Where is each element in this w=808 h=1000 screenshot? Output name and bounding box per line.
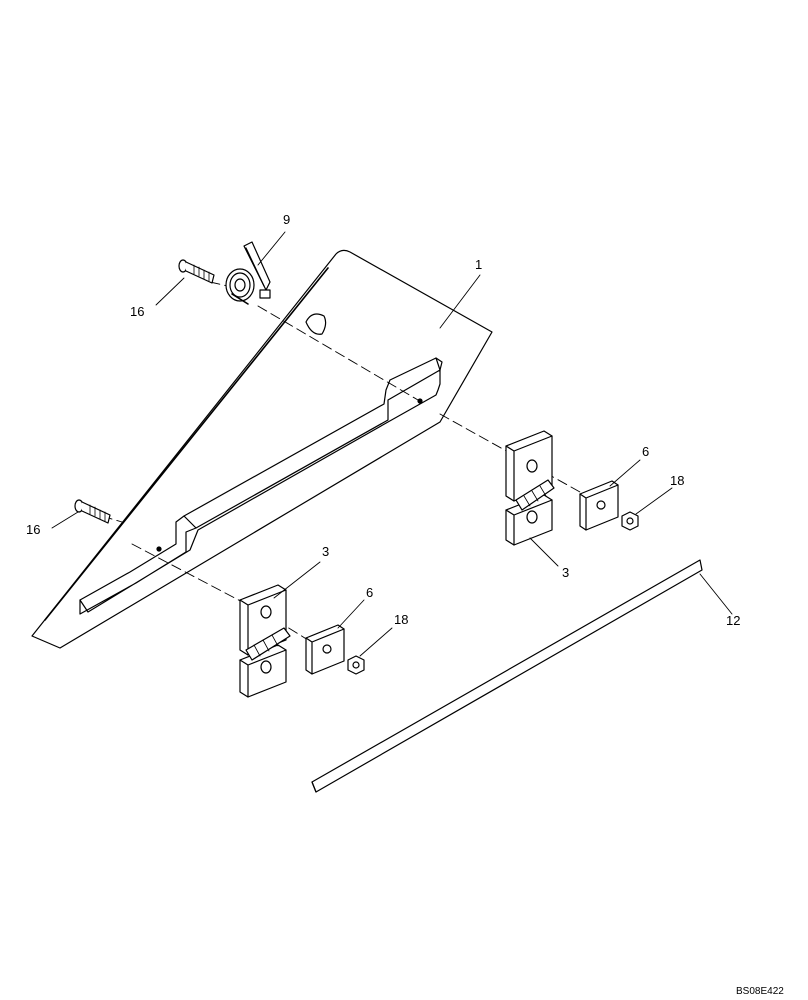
- drawing-reference: BS08E422: [736, 986, 784, 997]
- callout-nut-lower: 18: [394, 612, 409, 627]
- callout-hinge-lower: 3: [322, 544, 330, 559]
- callout-plate-upper: 6: [642, 444, 650, 459]
- nut-plate-upper: [579, 480, 619, 531]
- callout-latch: 9: [283, 212, 291, 227]
- side-panel: [31, 249, 493, 649]
- trim-strip: [311, 559, 703, 793]
- hinge-lower: [239, 584, 291, 698]
- callout-hinge-upper: 3: [562, 565, 570, 580]
- callout-panel: 1: [475, 257, 483, 272]
- latch: [225, 241, 271, 305]
- nut-lower: [347, 655, 365, 675]
- callout-plate-lower: 6: [366, 585, 374, 600]
- callout-bolt-upper: 16: [130, 304, 145, 319]
- nut-plate-lower: [305, 624, 345, 675]
- hinge-upper: [505, 430, 555, 546]
- mounting-bracket: [79, 357, 443, 615]
- callout-nut-upper: 18: [670, 473, 685, 488]
- callout-strip: 12: [726, 613, 741, 628]
- leader-lines: [51, 231, 733, 657]
- nut-upper: [621, 511, 639, 531]
- bolt-lower: [74, 499, 111, 524]
- callout-bolt-lower: 16: [26, 522, 41, 537]
- bolt-upper: [178, 259, 215, 284]
